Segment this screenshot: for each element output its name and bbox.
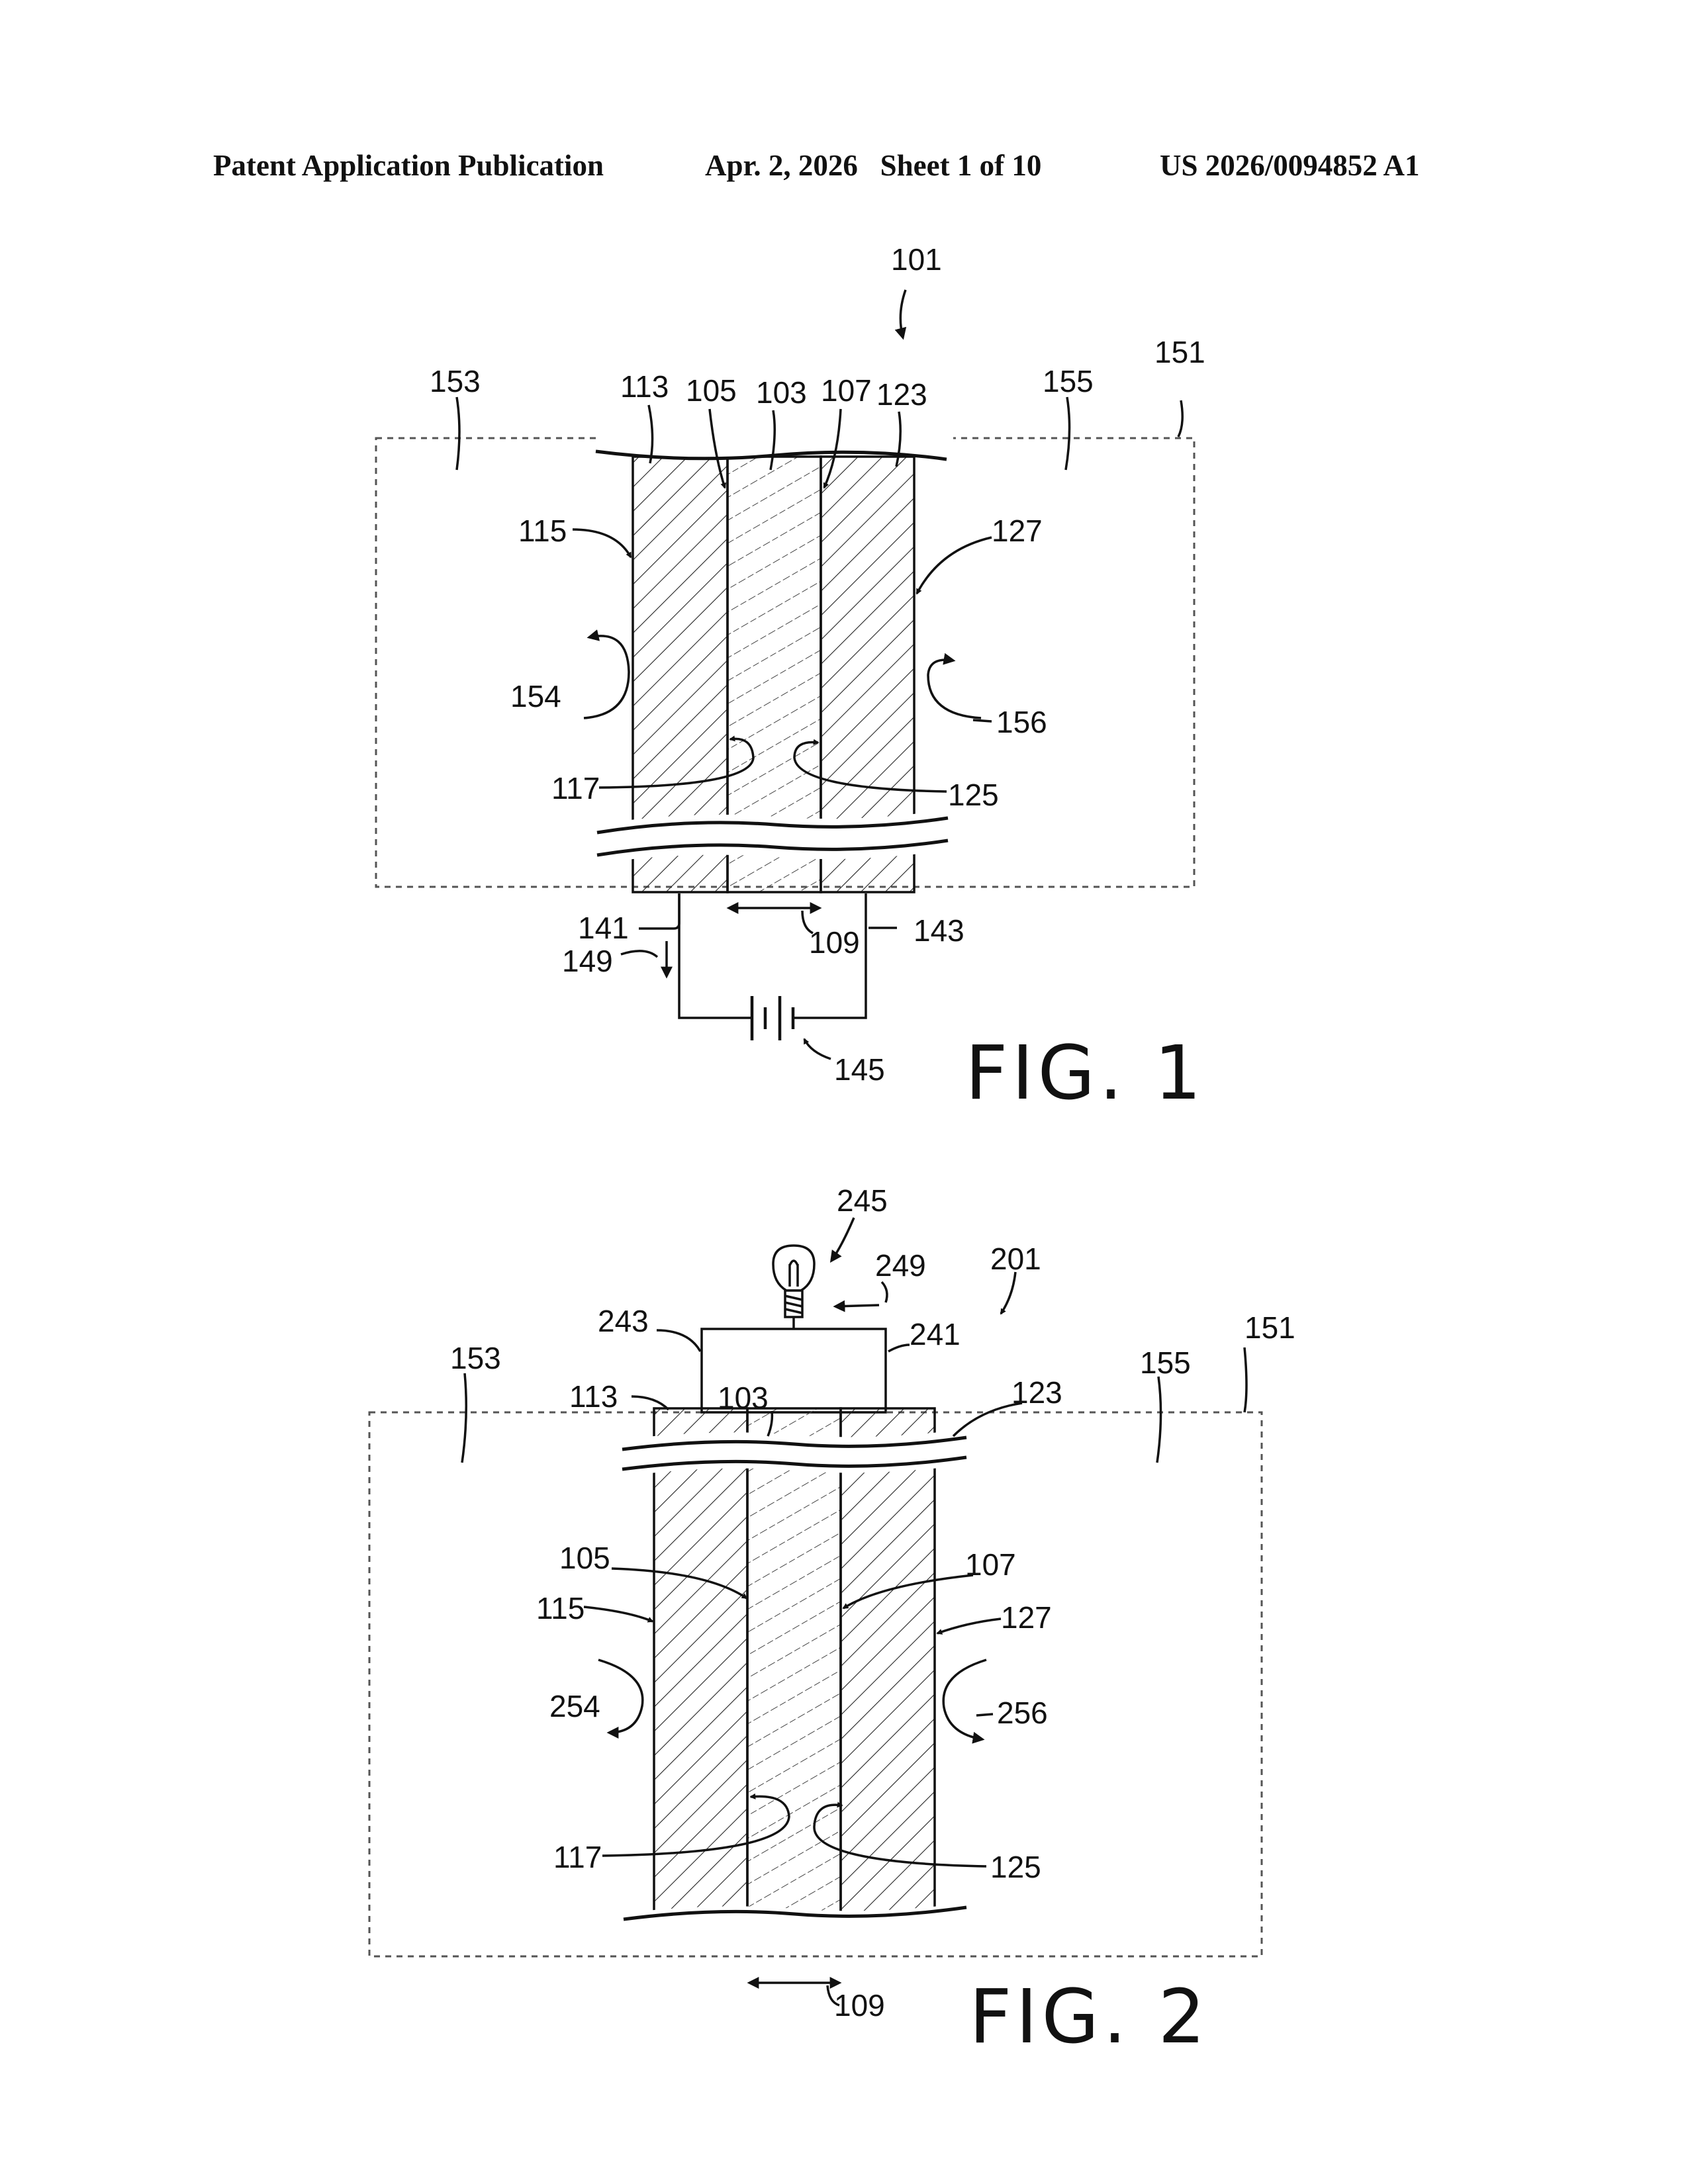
date-and-sheet: Apr. 2, 2026 Sheet 1 of 10 — [705, 149, 1041, 182]
ref-201: 201 — [990, 1242, 1041, 1276]
leader-155 — [1157, 1377, 1161, 1463]
leader-149 — [621, 951, 657, 957]
ref-125: 125 — [990, 1850, 1041, 1884]
ref-101: 101 — [891, 242, 942, 277]
leader-256 — [976, 1714, 993, 1715]
ref-113: 113 — [569, 1379, 618, 1414]
publication-number: US 2026/0094852 A1 — [1160, 149, 1420, 182]
ref-123: 123 — [876, 377, 927, 412]
heat-arrow-256 — [943, 1660, 986, 1739]
ref-155: 155 — [1140, 1345, 1191, 1380]
heat-arrow-154 — [584, 636, 629, 718]
leader-245 — [831, 1218, 854, 1261]
leader-155 — [1066, 397, 1070, 470]
leader-127 — [917, 537, 992, 594]
leader-201 — [1001, 1272, 1015, 1314]
figure-1-caption: FIG. 1 — [965, 1030, 1205, 1116]
leader-151 — [1244, 1347, 1246, 1412]
ref-249: 249 — [875, 1248, 926, 1283]
leader-153 — [462, 1373, 466, 1463]
page-header: Patent Application Publication Apr. 2, 2… — [213, 149, 1420, 182]
leader-101 — [900, 290, 906, 338]
ref-117: 117 — [551, 771, 600, 805]
leader-249 — [882, 1282, 887, 1302]
ref-256: 256 — [997, 1696, 1048, 1730]
leader-115 — [573, 529, 631, 557]
battery-icon — [752, 996, 793, 1040]
ref-105: 105 — [559, 1541, 610, 1575]
ref-113: 113 — [620, 369, 669, 404]
leader-115 — [584, 1607, 653, 1621]
leader-156 — [973, 720, 992, 721]
ref-103: 103 — [718, 1381, 769, 1415]
ref-109: 109 — [809, 925, 860, 960]
ref-145: 145 — [834, 1052, 885, 1087]
ref-243: 243 — [598, 1304, 649, 1338]
ref-109: 109 — [834, 1988, 885, 2023]
ref-153: 153 — [430, 364, 481, 398]
heat-arrow-254 — [598, 1660, 643, 1733]
ref-115: 115 — [518, 514, 567, 548]
figure-1: 101 151 153 113 105 103 107 123 155 115 … — [376, 242, 1205, 1116]
ref-153: 153 — [450, 1341, 501, 1375]
ref-254: 254 — [549, 1689, 600, 1723]
membrane-103 — [747, 1408, 841, 1918]
ref-156: 156 — [996, 705, 1047, 739]
ref-103: 103 — [756, 375, 807, 410]
ref-245: 245 — [837, 1183, 888, 1218]
ref-143: 143 — [914, 913, 964, 948]
ref-107: 107 — [965, 1547, 1016, 1582]
figure-2: 245 249 201 243 151 241 153 155 123 113 … — [369, 1183, 1295, 2060]
ref-127: 127 — [992, 514, 1043, 548]
ref-117: 117 — [553, 1840, 602, 1874]
ref-149: 149 — [562, 944, 613, 978]
lead-141 — [639, 893, 679, 929]
ref-123: 123 — [1011, 1375, 1062, 1410]
leader-127 — [937, 1619, 1001, 1633]
leader-151 — [1178, 400, 1182, 437]
ref-115: 115 — [536, 1591, 585, 1625]
leader-241 — [888, 1345, 910, 1351]
figure-2-caption: FIG. 2 — [969, 1974, 1209, 2060]
wire-left — [679, 893, 752, 1018]
leader-153 — [457, 397, 459, 470]
publication-type: Patent Application Publication — [213, 149, 604, 182]
ref-151: 151 — [1244, 1310, 1295, 1345]
leader-145 — [804, 1039, 831, 1059]
ref-105: 105 — [686, 373, 737, 408]
energy-arrow-249 — [835, 1305, 879, 1306]
leader-243 — [657, 1330, 700, 1351]
electrode-113 — [654, 1408, 747, 1918]
electrode-123 — [841, 1408, 935, 1918]
ref-151: 151 — [1154, 335, 1205, 369]
ref-155: 155 — [1043, 364, 1094, 398]
ref-127: 127 — [1001, 1600, 1052, 1635]
ref-241: 241 — [910, 1317, 961, 1351]
light-bulb-icon — [773, 1246, 814, 1329]
ref-154: 154 — [510, 679, 561, 713]
ref-141: 141 — [578, 911, 629, 945]
heat-arrow-156 — [928, 660, 981, 718]
ref-125: 125 — [948, 778, 999, 812]
ref-107: 107 — [821, 373, 872, 408]
